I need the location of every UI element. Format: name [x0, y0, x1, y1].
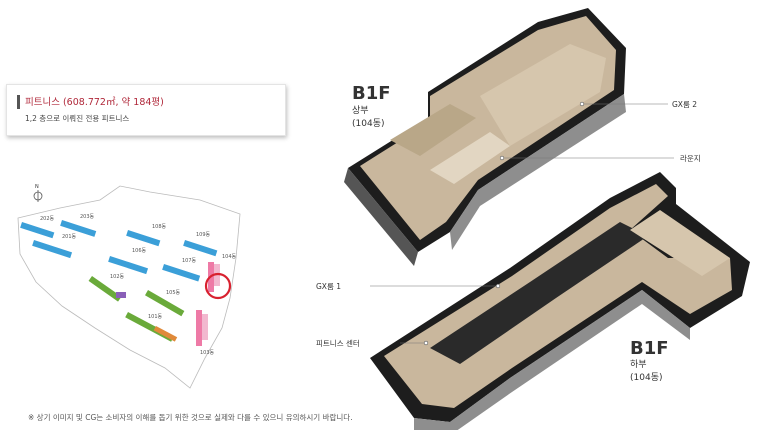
building-201: 201동 [32, 234, 77, 259]
svg-text:203동: 203동 [80, 214, 95, 220]
floor-plan-illustration: B1F 상부 (104동) GX룸 2 라운지 GX룸 1 피트니스 센터 B1… [316, 8, 750, 430]
svg-text:108동: 108동 [152, 224, 167, 230]
building-202: 202동 [20, 216, 55, 239]
callout-lounge: 라운지 [499, 154, 701, 163]
svg-text:101동: 101동 [148, 314, 163, 320]
svg-text:라운지: 라운지 [680, 154, 701, 163]
lower-floor-plan [370, 172, 750, 430]
svg-text:109동: 109동 [196, 232, 211, 238]
callout-gx-room-2: GX룸 2 [579, 100, 697, 109]
building-109: 109동 [183, 232, 218, 257]
building-101: 101동 [125, 312, 178, 342]
upper-floor-plan [344, 8, 626, 266]
building-103: 103동 [196, 310, 215, 356]
facility-description: 1,2 층으로 이뤄진 전용 피트니스 [25, 114, 130, 123]
building-107: 107동 [162, 258, 201, 282]
svg-text:피트니스 센터: 피트니스 센터 [316, 338, 360, 348]
site-boundary [17, 185, 241, 389]
svg-text:104동: 104동 [222, 254, 237, 260]
svg-text:103동: 103동 [200, 350, 215, 356]
title-marker [17, 95, 20, 109]
disclaimer: ※ 상기 이미지 및 CG는 소비자의 이해를 돕기 위한 것으로 실제와 다를… [28, 413, 353, 422]
building-203: 203동 [60, 214, 97, 237]
building-102: 102동 [88, 274, 126, 302]
upper-floor-label: B1F [352, 83, 391, 104]
north-label: N [35, 184, 39, 190]
facility-title: 피트니스 (608.772㎡, 약 184평) [25, 97, 164, 108]
highlight-circle [204, 272, 232, 300]
svg-text:202동: 202동 [40, 216, 55, 222]
svg-text:106동: 106동 [132, 248, 147, 254]
building-106: 106동 [108, 248, 149, 275]
upper-building-label: (104동) [352, 118, 384, 129]
svg-text:102동: 102동 [110, 274, 125, 280]
lower-floor-label: B1F [630, 338, 669, 359]
svg-text:201동: 201동 [62, 234, 77, 240]
svg-text:GX룸 1: GX룸 1 [316, 282, 341, 291]
lower-building-label: (104동) [630, 372, 662, 383]
svg-text:GX룸 2: GX룸 2 [672, 100, 697, 109]
upper-sub-label: 상부 [352, 105, 369, 116]
callout-gx-room-1: GX룸 1 [316, 282, 501, 291]
north-arrow-icon [33, 190, 43, 202]
info-card: 피트니스 (608.772㎡, 약 184평) 1,2 층으로 이뤄진 전용 피… [6, 84, 286, 136]
callout-fitness-center: 피트니스 센터 [316, 338, 429, 348]
lower-sub-label: 하부 [630, 359, 647, 370]
building-104: 104동 [208, 254, 237, 292]
building-105: 105동 [145, 290, 185, 317]
site-map: N 202동 203동 201동 108동 109동 106동 104동 107… [17, 184, 241, 389]
svg-text:105동: 105동 [166, 290, 181, 296]
svg-text:107동: 107동 [182, 258, 197, 264]
building-108: 108동 [126, 224, 167, 247]
